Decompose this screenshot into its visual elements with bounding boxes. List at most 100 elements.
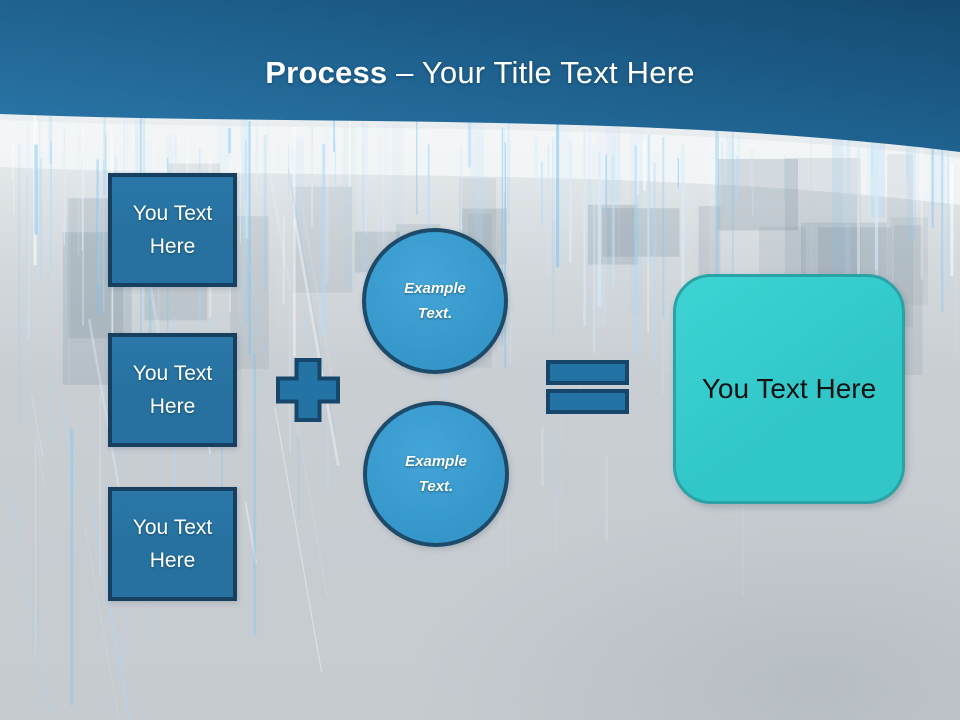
streak	[325, 150, 329, 282]
streak	[321, 144, 322, 265]
streak	[443, 301, 447, 448]
streak	[288, 144, 289, 196]
streak	[173, 316, 176, 592]
streak	[269, 179, 292, 291]
streak	[721, 141, 723, 201]
result-box: You Text Here	[673, 274, 905, 504]
streak	[507, 493, 510, 569]
streak	[611, 137, 615, 289]
streak	[552, 136, 555, 335]
streak	[634, 145, 638, 355]
streak	[244, 140, 247, 201]
streak	[322, 420, 325, 494]
streak	[287, 168, 336, 435]
streak	[59, 392, 78, 491]
input-box-2-label: You Text Here	[132, 362, 213, 418]
streak	[96, 159, 99, 315]
streak	[127, 112, 129, 167]
streak	[596, 114, 607, 328]
streak	[947, 115, 949, 294]
header-banner	[0, 0, 960, 152]
streak	[323, 127, 330, 259]
streak	[874, 134, 879, 348]
streak	[874, 154, 879, 270]
streak	[63, 127, 65, 246]
streak	[35, 444, 36, 655]
streak	[292, 186, 353, 293]
streak	[18, 143, 21, 426]
streak	[322, 143, 326, 336]
streak	[302, 313, 315, 369]
equals-icon	[546, 360, 629, 414]
input-box-2: You Text Here	[108, 333, 237, 447]
streak	[99, 394, 101, 576]
streak	[502, 105, 506, 193]
example-circle-2: Example Text.	[363, 401, 509, 547]
streak	[391, 123, 404, 262]
streak	[661, 314, 665, 395]
streak	[245, 121, 249, 239]
streak	[810, 133, 812, 292]
streak	[267, 114, 269, 147]
streak	[906, 129, 908, 179]
streak	[647, 134, 650, 266]
streak	[715, 123, 719, 346]
streak	[97, 187, 100, 286]
streak	[906, 138, 916, 242]
streak	[89, 497, 141, 720]
streak	[666, 304, 668, 372]
streak	[27, 125, 30, 342]
streak	[102, 160, 105, 312]
streak	[26, 174, 28, 387]
streak	[333, 119, 335, 152]
header-wave-shape	[0, 0, 960, 152]
streak	[70, 429, 74, 706]
streak	[77, 110, 80, 256]
streak	[541, 427, 544, 486]
streak	[653, 162, 656, 364]
streak	[587, 204, 638, 265]
streak	[736, 156, 739, 200]
streak	[727, 141, 734, 210]
streak	[709, 129, 721, 280]
streak	[240, 327, 242, 433]
streak	[552, 117, 557, 221]
streak	[343, 126, 357, 289]
streak	[583, 118, 586, 327]
streak	[684, 137, 694, 282]
streak	[105, 135, 107, 175]
streak	[954, 164, 957, 354]
streak	[534, 137, 538, 187]
streak	[605, 154, 607, 213]
streak	[474, 137, 483, 327]
title-separator: –	[387, 55, 422, 90]
streak	[725, 136, 732, 213]
example-circle-1: Example Text.	[362, 228, 508, 374]
streak	[844, 108, 851, 276]
streak	[867, 135, 883, 223]
streak	[30, 395, 44, 458]
streak	[291, 397, 329, 597]
streak	[750, 148, 753, 189]
streak	[568, 141, 572, 263]
streak	[588, 118, 591, 324]
streak	[175, 132, 177, 210]
streak	[143, 108, 146, 188]
plus-icon	[276, 358, 340, 422]
streak	[555, 491, 557, 552]
slide-title: Process – Your Title Text Here	[0, 54, 960, 92]
streak	[920, 131, 923, 280]
example-circle-1-label: Example Text.	[404, 280, 466, 322]
input-box-1-label: You Text Here	[132, 202, 213, 258]
streak	[611, 155, 615, 285]
streak	[262, 509, 264, 573]
streak	[717, 159, 798, 231]
streak	[783, 155, 785, 199]
streak	[361, 121, 369, 292]
streak	[234, 184, 279, 428]
input-box-3-label: You Text Here	[132, 516, 213, 572]
streak	[274, 406, 323, 673]
plus-shape	[276, 358, 340, 422]
streak	[47, 271, 49, 444]
